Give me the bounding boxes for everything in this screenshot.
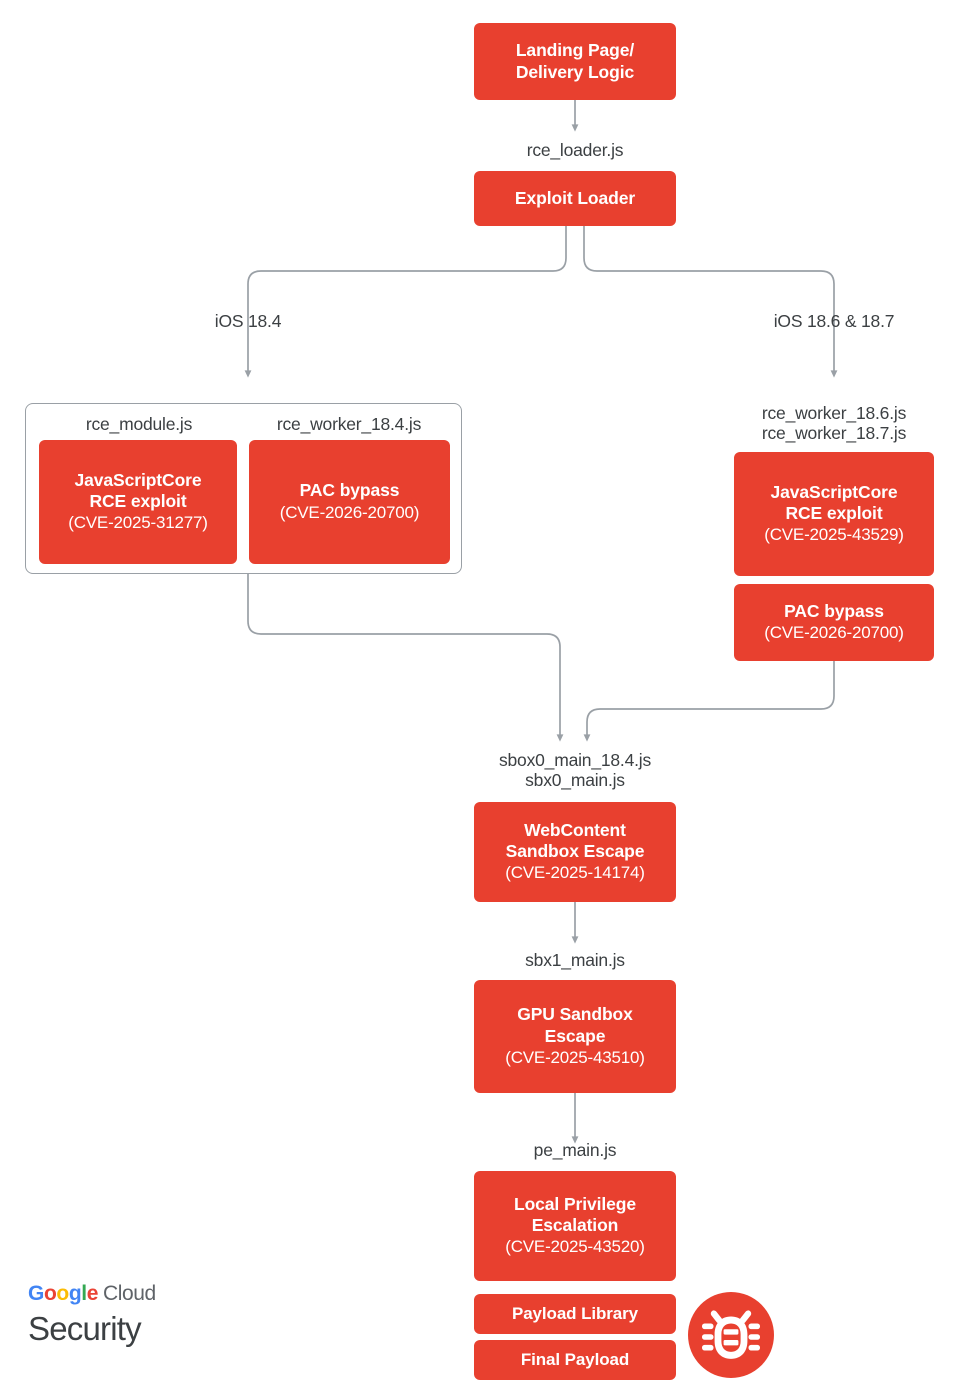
node-right-jsc-rce-cve: (CVE-2025-43529) bbox=[764, 525, 904, 545]
node-exploit-loader-title: Exploit Loader bbox=[514, 187, 636, 208]
node-webcontent-sandbox-escape-title: WebContent Sandbox Escape bbox=[505, 819, 645, 862]
node-exploit-loader[interactable]: Exploit Loader bbox=[474, 171, 676, 226]
node-right-jsc-rce[interactable]: JavaScriptCore RCE exploit (CVE-2025-435… bbox=[734, 452, 934, 576]
node-local-privilege-escalation-cve: (CVE-2025-43520) bbox=[505, 1237, 645, 1257]
logo-security-text: Security bbox=[28, 1310, 142, 1347]
node-right-pac-bypass[interactable]: PAC bypass (CVE-2026-20700) bbox=[734, 584, 934, 661]
logo-letter-e: e bbox=[86, 1282, 99, 1305]
slot-label-rce-worker-18-4: rce_worker_18.4.js bbox=[276, 414, 422, 434]
node-final-payload[interactable]: Final Payload bbox=[474, 1340, 676, 1380]
node-left-pac-bypass-cve: (CVE-2026-20700) bbox=[279, 502, 420, 522]
logo-letter-l: l bbox=[81, 1282, 87, 1305]
node-gpu-sandbox-escape-title: GPU Sandbox Escape bbox=[517, 1004, 633, 1046]
wire-left-to-sbox0 bbox=[247, 574, 564, 742]
edge-label-ios-18-6-18-7: iOS 18.6 & 18.7 bbox=[773, 311, 895, 331]
node-right-pac-bypass-cve: (CVE-2026-20700) bbox=[764, 623, 904, 643]
node-landing-page-title: Landing Page/ Delivery Logic bbox=[515, 40, 635, 82]
bug-icon bbox=[688, 1292, 774, 1378]
slot-label-rce-module: rce_module.js bbox=[85, 414, 193, 434]
node-right-jsc-rce-title: JavaScriptCore RCE exploit bbox=[770, 481, 898, 524]
node-left-pac-bypass-title: PAC bypass bbox=[299, 480, 400, 501]
edge-label-pe-main: pe_main.js bbox=[533, 1140, 617, 1160]
node-left-jsc-rce-title: JavaScriptCore RCE exploit bbox=[74, 469, 202, 512]
edge-label-sbx1-main: sbx1_main.js bbox=[525, 950, 625, 970]
node-gpu-sandbox-escape[interactable]: GPU Sandbox Escape (CVE-2025-43510) bbox=[474, 980, 676, 1093]
node-webcontent-sandbox-escape[interactable]: WebContent Sandbox Escape (CVE-2025-1417… bbox=[474, 802, 676, 902]
logo-letter-o1: o bbox=[43, 1282, 57, 1305]
wire-loader-to-left bbox=[244, 226, 567, 378]
logo-letter-o2: o bbox=[56, 1282, 69, 1305]
edge-label-rce-loader: rce_loader.js bbox=[526, 140, 624, 160]
node-final-payload-title: Final Payload bbox=[520, 1349, 630, 1369]
wire-right-to-sbox0 bbox=[583, 661, 835, 742]
edge-label-sbox0-main: sbox0_main_18.4.js sbx0_main.js bbox=[498, 750, 652, 791]
node-payload-library[interactable]: Payload Library bbox=[474, 1294, 676, 1334]
slot-label-rce-worker-18-6-18-7: rce_worker_18.6.js rce_worker_18.7.js bbox=[761, 403, 907, 444]
node-webcontent-sandbox-escape-cve: (CVE-2025-14174) bbox=[505, 863, 645, 883]
logo-cloud-text: Cloud bbox=[102, 1282, 156, 1305]
node-payload-library-title: Payload Library bbox=[511, 1303, 639, 1323]
logo-letter-g1: G bbox=[28, 1282, 44, 1305]
node-left-jsc-rce[interactable]: JavaScriptCore RCE exploit (CVE-2025-312… bbox=[39, 440, 237, 564]
node-left-pac-bypass[interactable]: PAC bypass (CVE-2026-20700) bbox=[249, 440, 450, 564]
node-local-privilege-escalation[interactable]: Local Privilege Escalation (CVE-2025-435… bbox=[474, 1171, 676, 1281]
logo-letter-g2: g bbox=[68, 1282, 82, 1305]
node-gpu-sandbox-escape-cve: (CVE-2025-43510) bbox=[505, 1047, 645, 1067]
wire-loader-to-right bbox=[583, 226, 838, 378]
node-right-pac-bypass-title: PAC bypass bbox=[784, 600, 884, 621]
node-landing-page[interactable]: Landing Page/ Delivery Logic bbox=[474, 23, 676, 100]
node-left-jsc-rce-cve: (CVE-2025-31277) bbox=[68, 513, 208, 533]
node-local-privilege-escalation-title: Local Privilege Escalation bbox=[513, 1193, 637, 1236]
edge-label-ios-18-4: iOS 18.4 bbox=[214, 311, 282, 331]
